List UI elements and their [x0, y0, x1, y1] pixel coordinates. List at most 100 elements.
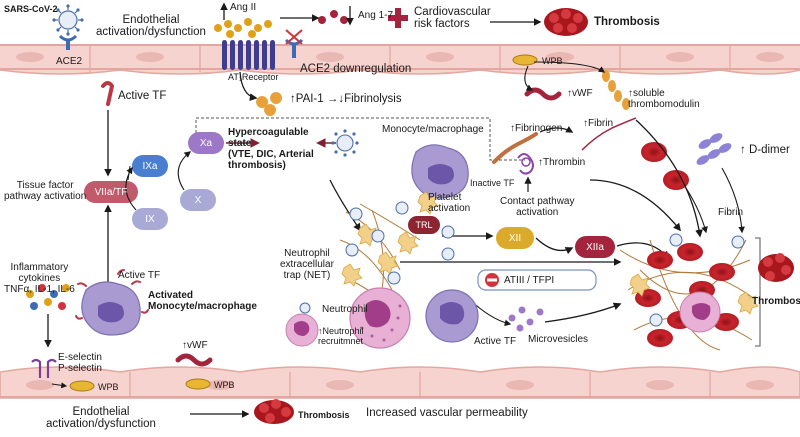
net-label: Neutrophil extracellular trap (NET)	[280, 248, 334, 281]
x-label: X	[194, 194, 202, 206]
atiii-tfpi-box	[477, 269, 597, 291]
recruitment-label: ↑Neutrophil recruitmnet	[318, 326, 364, 346]
plus-icon	[388, 8, 408, 28]
ace2-receptor-icon	[58, 34, 78, 50]
thrombosis-clot-right	[758, 253, 794, 282]
neutrophil-icon-left	[285, 313, 319, 347]
fibrin-strand-icon	[581, 117, 637, 151]
thrombosis-label-top: Thrombosis	[594, 16, 660, 28]
wpb-icon-bottom-mid	[185, 378, 211, 390]
factor-viia-tf-pill	[84, 181, 138, 203]
trl-pill	[408, 216, 440, 234]
atiii-tfpi-label: ATIII / TFPI	[504, 275, 555, 286]
wpb-to-thrombomodulin-arrow	[533, 61, 606, 73]
contact-label: Contact pathway activation	[500, 196, 575, 218]
vwf-icon-top	[524, 87, 562, 101]
endothelial-label-top: Endothelial activation/dysfunction	[96, 14, 206, 38]
ace2-label: ACE2	[56, 56, 83, 67]
active-tf-label-center: Active TF	[474, 336, 517, 347]
fibrinogen-to-fibrin-arrow	[539, 126, 574, 133]
permeability-label: Increased vascular permeability	[366, 407, 528, 419]
selectin-icon	[31, 358, 57, 378]
thrombosis-clot-top	[544, 8, 588, 36]
cv-risk-label: Cardiovascular risk factors	[414, 6, 491, 30]
ddimer-label: ↑ D-dimer	[740, 144, 790, 156]
monocyte-label-middle: Monocyte/macrophage	[382, 124, 484, 135]
hypercoag-label: Hypercoagulable state (VTE, DIC, Arteria…	[228, 127, 314, 171]
pai1-label: ↑PAI-1 →↓Fibrinolysis	[290, 93, 402, 105]
ace2-down-label: ACE2 downregulation	[300, 63, 412, 75]
wpb-icon-top	[512, 54, 538, 66]
fibrinogen-label: ↑Fibrinogen	[510, 123, 563, 134]
active-tf-label-top: Active TF	[118, 90, 167, 102]
thrombomodulin-icon	[602, 70, 630, 110]
rbc-icon-top-right	[641, 142, 689, 190]
thrombomodulin-label: ↑soluble thrombomodulin	[628, 88, 700, 110]
microvesicles-to-thrombus-arrow	[544, 302, 622, 323]
wpb-label-top: WPB	[542, 56, 563, 66]
bottom-endothelium	[0, 366, 800, 399]
ang17-label: Ang 1-7	[358, 10, 394, 21]
virus-icon	[52, 4, 84, 36]
ddimer-to-thrombus-arrow	[721, 167, 745, 234]
thrombin-to-thrombus-arrow	[589, 179, 681, 232]
monocyte-icon-middle	[411, 144, 469, 199]
active-tf-label-left: Active TF	[118, 270, 161, 281]
microvesicles-label: Microvesicles	[528, 334, 589, 345]
xii-to-xiia-arrow	[535, 237, 574, 255]
wpb-label-left: WPB	[98, 382, 119, 392]
x-to-xa-curve	[177, 151, 192, 191]
endothelial-label-bottom: Endothelial activation/dysfunction	[46, 406, 156, 430]
ddimer-icon	[696, 133, 732, 165]
thrombin-label: ↑Thrombin	[538, 157, 586, 168]
feedback-dashed-line	[195, 117, 525, 161]
virus-label: SARS-CoV-2	[4, 4, 58, 14]
factor-xiia-pill	[575, 236, 615, 258]
thrombosis-clot-bottom	[254, 399, 294, 424]
activated-monocyte-label: Activated Monocyte/macrophage	[148, 290, 257, 312]
thrombosis-label-right: Thrombosis	[752, 296, 800, 307]
active-tf-marks-left	[75, 269, 149, 320]
thrombosis-label-bottom: Thrombosis	[298, 410, 350, 420]
ang17-molecules	[318, 10, 348, 24]
pai1-icon	[256, 92, 283, 116]
monocyte-icon-left	[81, 281, 141, 336]
selectin-label: E-selectin P-selectin	[58, 352, 102, 374]
factor-xa-pill	[188, 132, 224, 154]
wpb-label-mid: WPB	[214, 380, 235, 390]
wpb-to-vwf-arrow	[524, 65, 534, 91]
neutrophil-label: Neutrophil	[322, 304, 368, 315]
fibrin-label-right: Fibrin	[718, 207, 744, 218]
fibrinogen-icon	[492, 132, 538, 164]
thrombosis-bracket	[755, 237, 761, 347]
fibrin-label: ↑Fibrin	[583, 118, 614, 129]
neutrophil-icon-center	[349, 287, 411, 349]
tf-pathway-label: Tissue factor pathway activation	[4, 180, 87, 202]
factor-xii-pill	[496, 227, 534, 249]
factor-ixa-pill	[132, 155, 168, 177]
xiia-label: XIIa	[586, 241, 604, 253]
factor-x-pill	[180, 189, 216, 211]
xa-label: Xa	[199, 137, 213, 149]
hypercoag-to-net-arrow	[329, 179, 361, 232]
trl-label: TRL	[415, 220, 433, 230]
ang2-label: Ang II	[230, 2, 257, 13]
ixa-label: IXa	[142, 160, 158, 172]
vwf-label-top: ↑vWF	[567, 88, 593, 99]
top-endothelium	[0, 44, 800, 75]
virus-icon-small	[299, 302, 311, 314]
active-tf-icon-top	[101, 81, 115, 106]
fibrin-to-thrombus-arrow	[635, 119, 703, 238]
at1-label: AT₁Receptor	[228, 72, 279, 82]
microvesicles-icon	[508, 306, 544, 332]
viia-tf-label: VIIa/TF	[94, 186, 128, 198]
platelet-label: Platelet activation	[428, 192, 471, 214]
thrombus-main	[619, 233, 759, 351]
ix-to-ixa-curve	[125, 166, 137, 211]
ang2-molecules	[214, 18, 272, 38]
vwf-icon-bottom	[175, 353, 213, 367]
cytokines-icon	[26, 284, 70, 310]
selectin-to-wpb-arrow	[51, 382, 68, 389]
